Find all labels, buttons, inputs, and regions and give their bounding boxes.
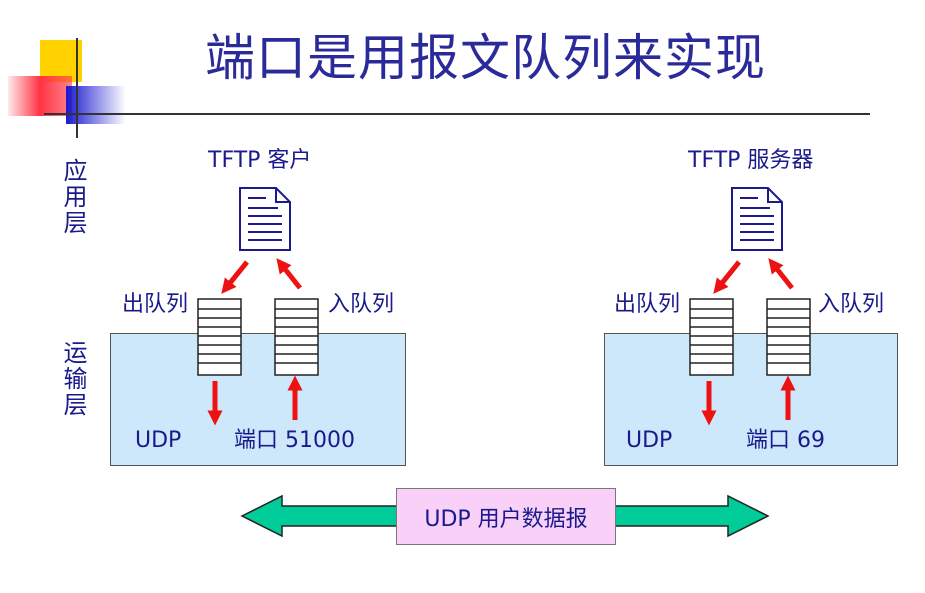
title-underline	[60, 113, 870, 115]
udp-datagram-box: UDP 用户数据报	[396, 488, 616, 545]
server-port-label: 端口 69	[746, 428, 825, 453]
application-layer-label: 应用层	[59, 158, 87, 236]
server-send-arrow	[713, 260, 741, 294]
server-udp-label: UDP	[626, 428, 673, 453]
server-document-icon	[731, 187, 783, 251]
client-in-queue-label: 入队列	[328, 292, 395, 317]
client-in-queue	[274, 298, 319, 376]
client-send-arrow	[221, 260, 249, 294]
client-document-icon	[239, 187, 291, 251]
server-out-queue-label: 出队列	[614, 292, 681, 317]
server-receive-arrow	[768, 258, 794, 290]
server-out-queue	[689, 298, 734, 376]
client-out-queue	[197, 298, 242, 376]
client-udp-label: UDP	[135, 428, 182, 453]
page-title: 端口是用报文队列来实现	[205, 29, 766, 87]
client-label: TFTP 客户	[208, 148, 312, 173]
client-port-label: 端口 51000	[234, 428, 355, 453]
server-transport-box	[604, 333, 898, 466]
client-transport-box	[110, 333, 406, 466]
server-in-queue-label: 入队列	[818, 292, 885, 317]
server-in-queue	[766, 298, 811, 376]
client-out-queue-label: 出队列	[122, 292, 189, 317]
transport-layer-label: 运输层	[59, 340, 87, 418]
server-label: TFTP 服务器	[688, 148, 814, 173]
client-receive-arrow	[276, 258, 302, 290]
